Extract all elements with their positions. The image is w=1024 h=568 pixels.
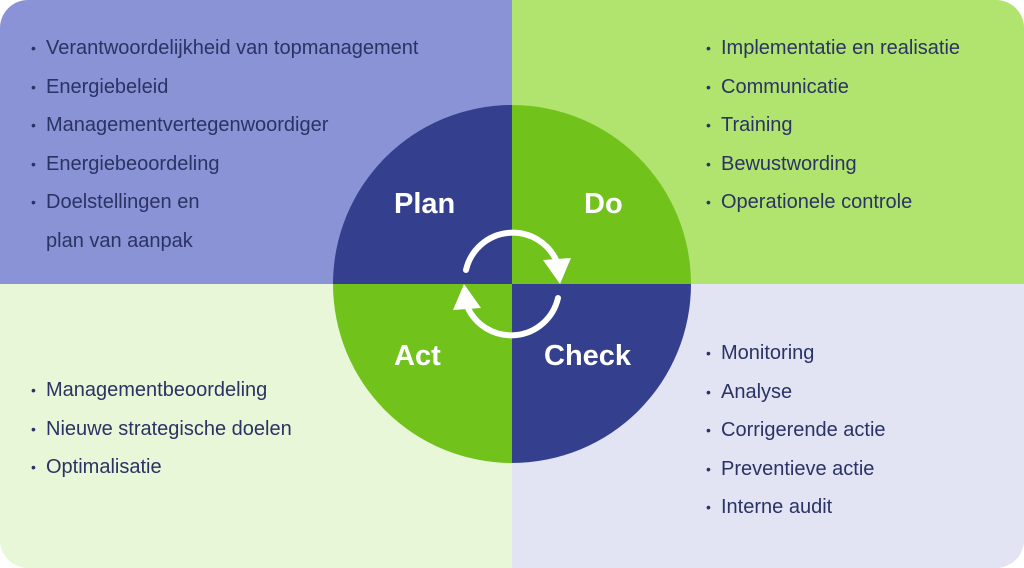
do-label: Do xyxy=(584,188,623,220)
arrow-head-icon xyxy=(543,258,571,284)
plan-list: Verantwoordelijkheid van topmanagement E… xyxy=(31,29,491,260)
act-list: Managementbeoordeling Nieuwe strategisch… xyxy=(31,371,431,487)
act-segment xyxy=(333,284,512,463)
list-item-line: Doelstellingen en xyxy=(46,191,200,213)
list-item: Managementbeoordeling xyxy=(31,371,431,410)
list-item: Verantwoordelijkheid van topmanagement xyxy=(31,29,491,68)
list-item: Operationele controle xyxy=(706,183,1006,222)
check-segment xyxy=(512,284,691,463)
list-item: Communicatie xyxy=(706,68,1006,107)
arrow-head-icon xyxy=(453,284,481,310)
list-item: Optimalisatie xyxy=(31,448,431,487)
check-label: Check xyxy=(544,340,632,372)
plan-label: Plan xyxy=(394,188,456,220)
list-item: Preventieve actie xyxy=(706,450,1006,489)
list-item: Implementatie en realisatie xyxy=(706,29,1006,68)
list-item: Training xyxy=(706,106,1006,145)
list-item: Nieuwe strategische doelen xyxy=(31,410,431,449)
list-item: Analyse xyxy=(706,373,1006,412)
list-item: Interne audit xyxy=(706,488,1006,527)
list-item: Corrigerende actie xyxy=(706,411,1006,450)
list-item: Monitoring xyxy=(706,334,1006,373)
list-item: Energiebeleid xyxy=(31,68,491,107)
act-label: Act xyxy=(394,340,441,372)
do-segment xyxy=(512,105,691,284)
circular-arrows-icon xyxy=(463,229,561,339)
check-list: Monitoring Analyse Corrigerende actie Pr… xyxy=(706,334,1006,527)
list-item: Bewustwording xyxy=(706,145,1006,184)
plan-segment xyxy=(333,105,512,284)
do-list: Implementatie en realisatie Communicatie… xyxy=(706,29,1006,222)
list-item: Managementvertegenwoordiger xyxy=(31,106,491,145)
list-item: Doelstellingen en plan van aanpak xyxy=(31,183,491,260)
list-item-line: plan van aanpak xyxy=(46,229,193,252)
list-item: Energiebeoordeling xyxy=(31,145,491,184)
